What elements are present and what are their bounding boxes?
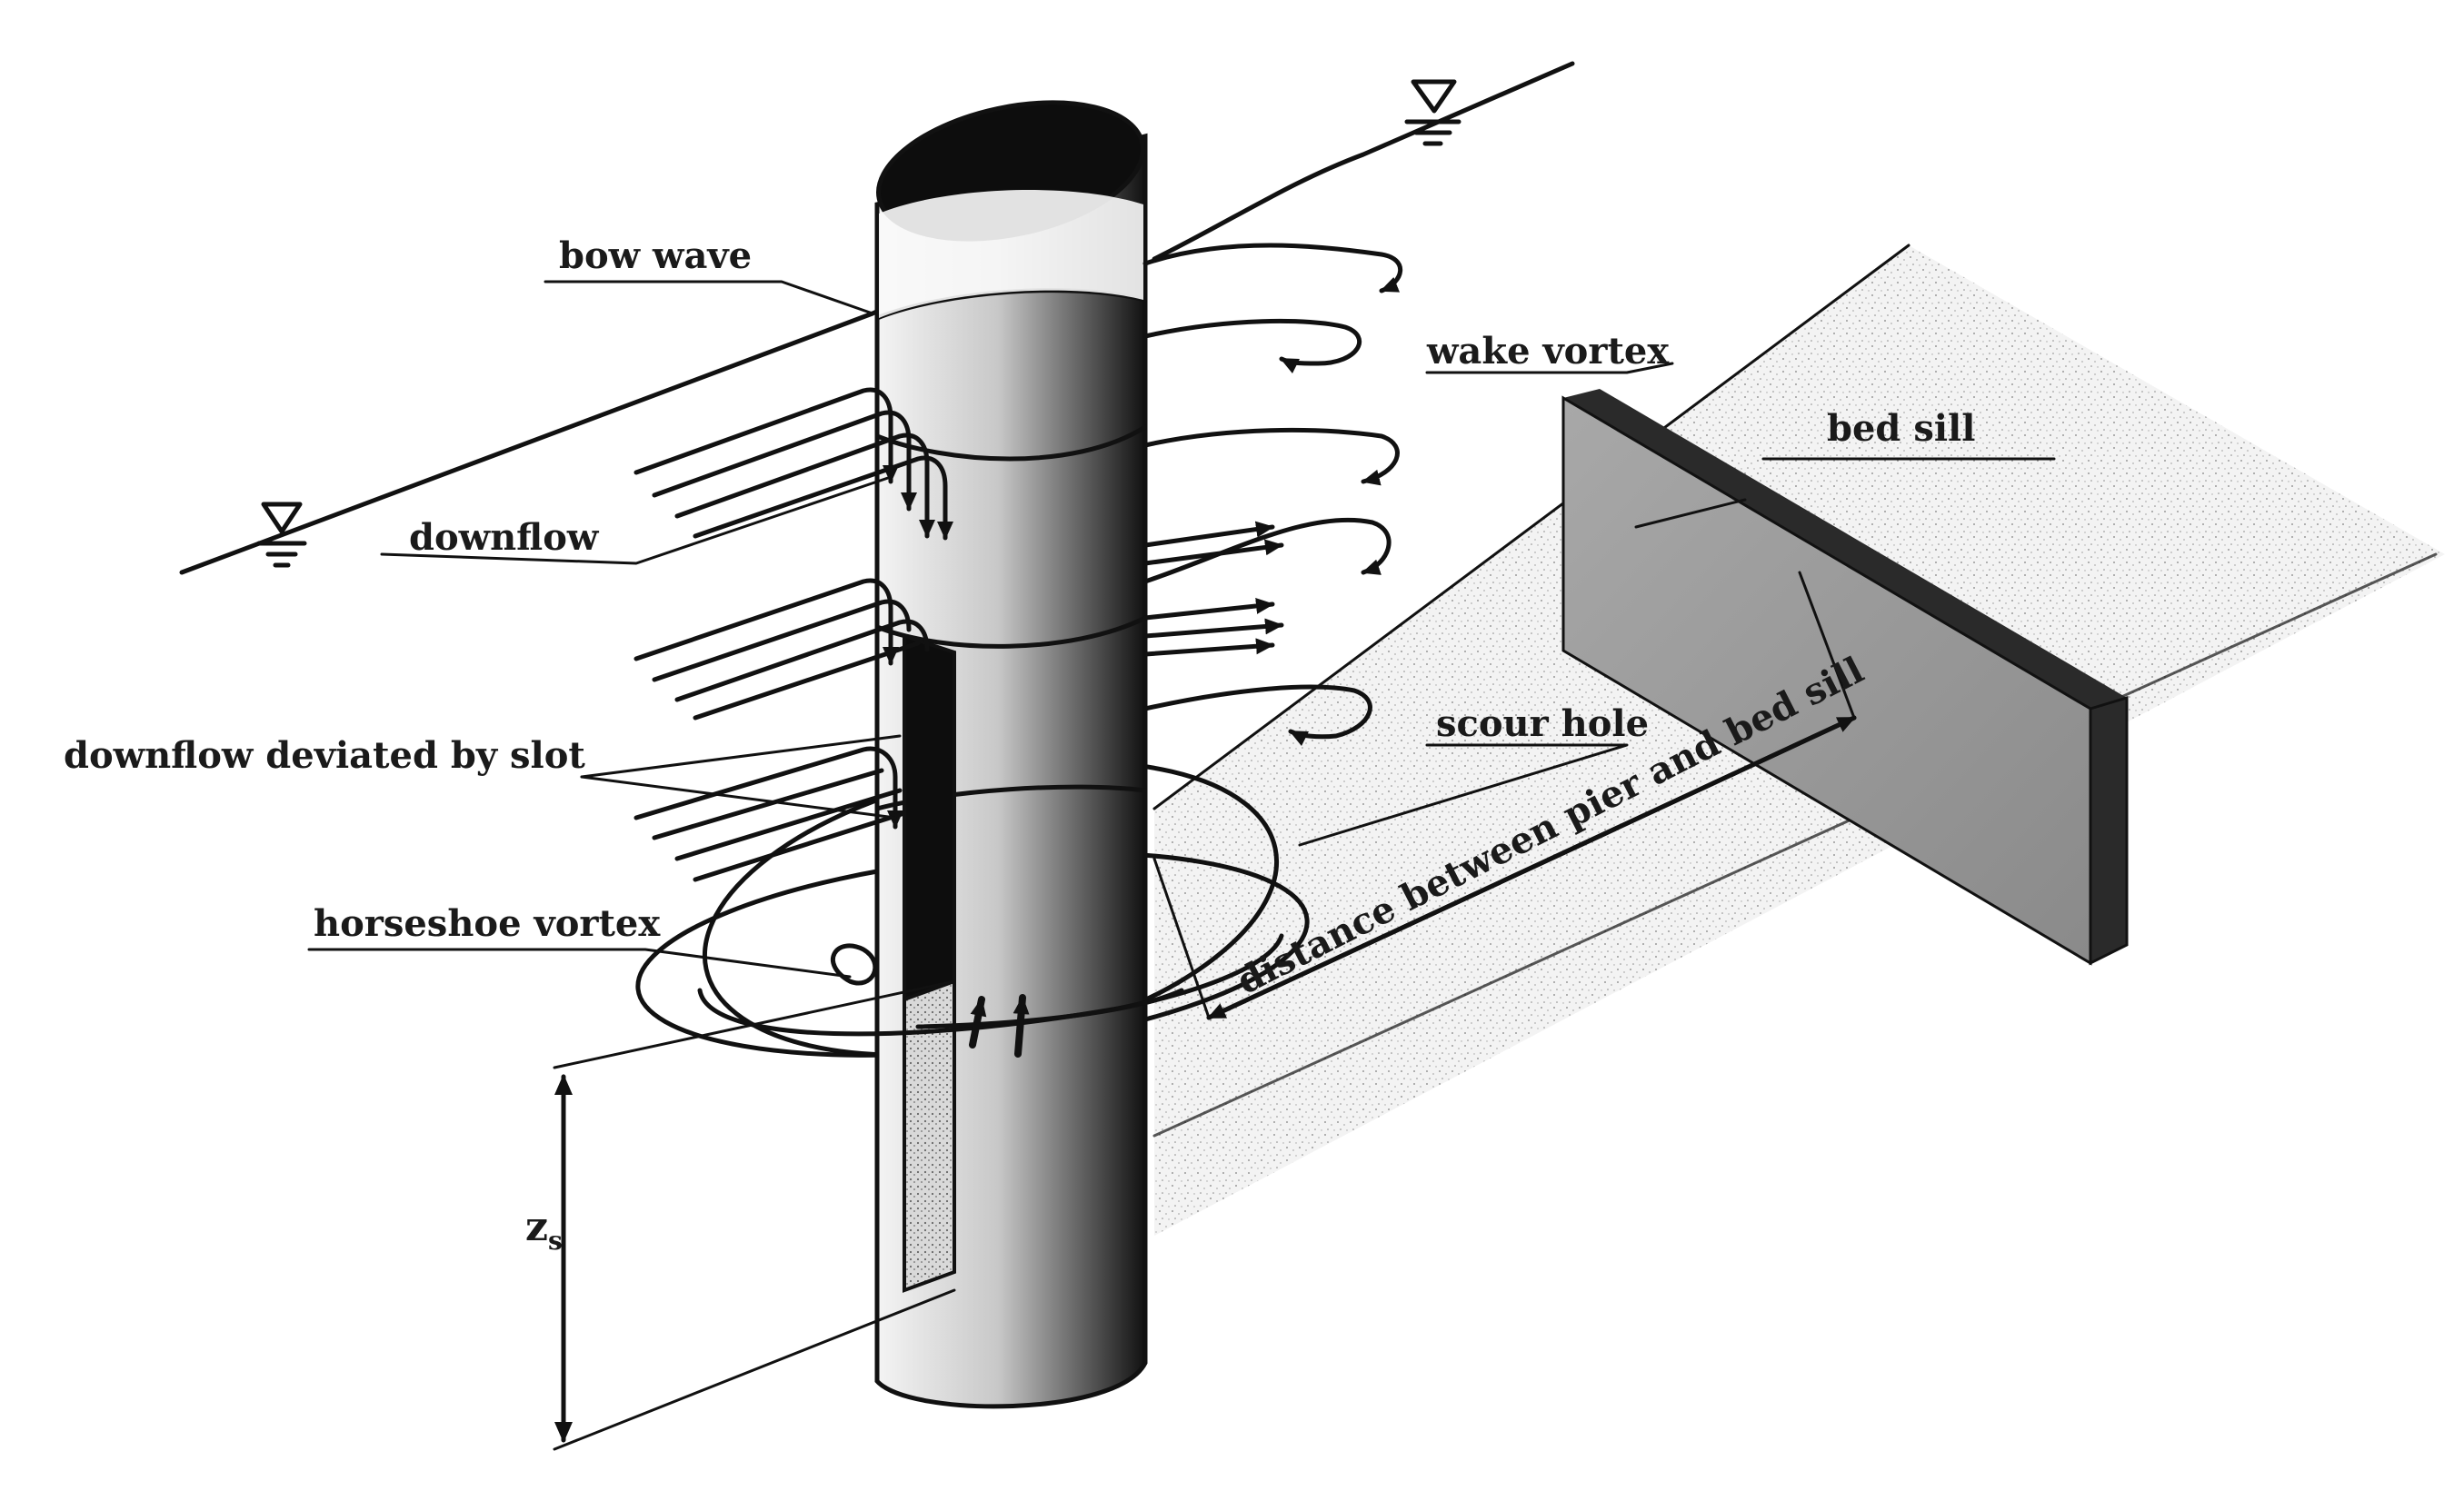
- label-zs: zs: [525, 1204, 563, 1256]
- label-bed-sill: bed sill: [1827, 407, 1975, 450]
- pier-slot: [903, 633, 956, 1293]
- water-level-symbol-left: [256, 502, 307, 568]
- bed-sill: [1561, 389, 2129, 966]
- label-downflow: downflow: [409, 516, 600, 559]
- distance-arrow: [1152, 571, 1857, 1020]
- label-bow-wave: bow wave: [559, 234, 752, 277]
- label-scour-hole: scour hole: [1436, 702, 1649, 745]
- horseshoe-ring-front: [697, 933, 1284, 1058]
- water-level-symbol-right: [1404, 79, 1461, 146]
- downflow-group-bottom: [633, 746, 907, 882]
- label-horseshoe-vortex: horseshoe vortex: [314, 902, 661, 945]
- leader-lines: [307, 280, 2056, 979]
- downflow-group-middle: [633, 578, 930, 721]
- downflow-group-top: [633, 387, 953, 541]
- wake-vortices: [1142, 243, 1403, 747]
- label-downflow-slot: downflow deviated by slot: [64, 734, 585, 777]
- scour-depth-dimension: [553, 979, 956, 1451]
- label-wake-vortex: wake vortex: [1426, 330, 1670, 373]
